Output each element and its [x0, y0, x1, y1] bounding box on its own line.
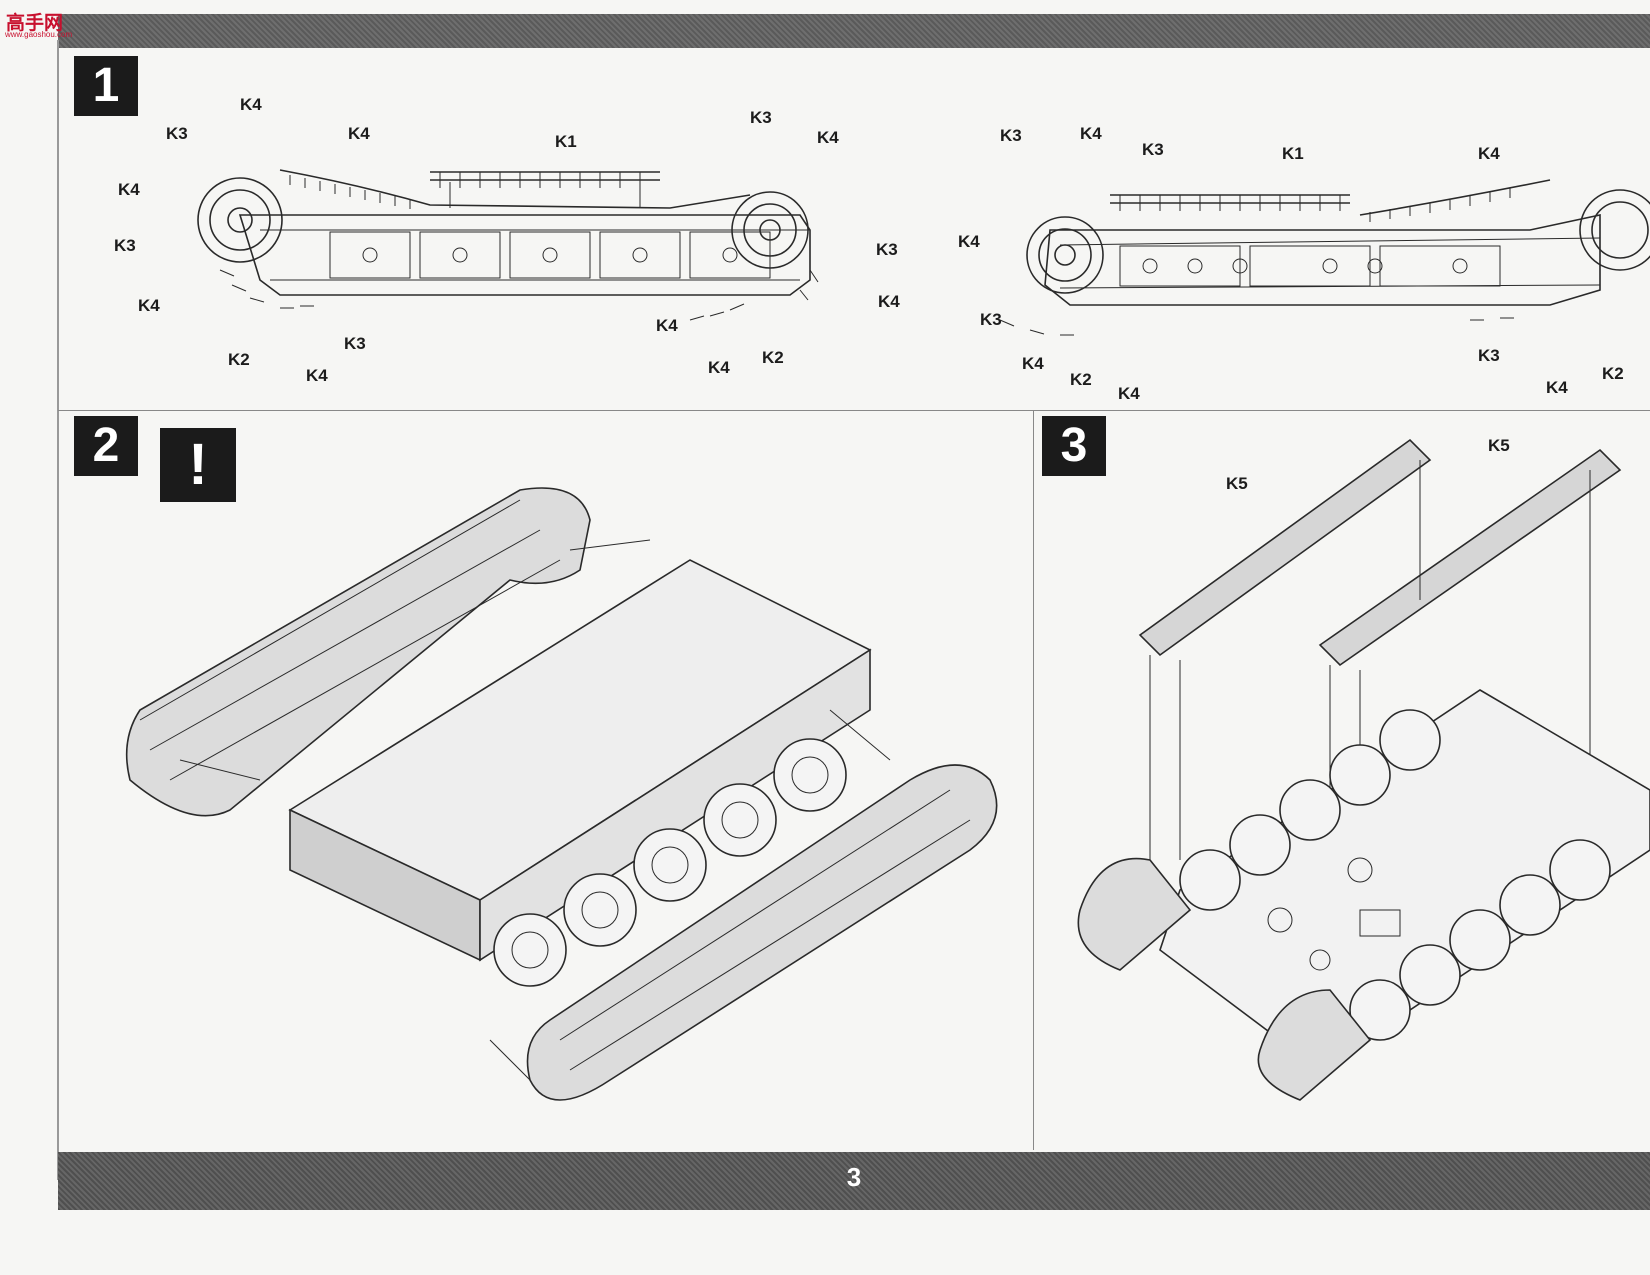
callout-k4: K4 [118, 180, 140, 199]
top-header-bar [58, 14, 1650, 48]
callout-k3: K3 [344, 334, 366, 353]
left-margin-rule [57, 40, 59, 1180]
callout-k4: K4 [138, 296, 160, 315]
step-2-chassis-drawing [125, 487, 998, 1101]
callout-k2: K2 [762, 348, 784, 367]
callout-k4: K4 [656, 316, 678, 335]
watermark-text: 高手网 [6, 13, 64, 34]
step-1-right-hull-drawing [999, 179, 1650, 336]
callout-k3: K3 [1478, 346, 1500, 365]
callout-k4: K4 [1118, 384, 1140, 403]
callout-k3: K3 [980, 310, 1002, 329]
callout-k2: K2 [1602, 364, 1624, 383]
callout-k1: K1 [1282, 144, 1304, 163]
watermark-subtext: www.gaoshou.com [5, 30, 73, 39]
watermark-logo: 高手网 www.gaoshou.com [2, 4, 72, 40]
callout-k4: K4 [1478, 144, 1500, 163]
callout-k4: K4 [708, 358, 730, 377]
page-number: 3 [846, 1162, 862, 1192]
callout-k3: K3 [1142, 140, 1164, 159]
callout-k1: K1 [555, 132, 577, 151]
exclamation-icon: ! [160, 428, 236, 502]
callout-k5: K5 [1226, 474, 1248, 493]
callout-k4: K4 [348, 124, 370, 143]
vertical-divider [1033, 410, 1034, 1150]
callout-k3: K3 [750, 108, 772, 127]
step-1-left-hull-drawing [197, 169, 819, 321]
bottom-footer-bar: 3 [58, 1152, 1650, 1210]
callout-k4: K4 [958, 232, 980, 251]
step-2-badge: 2 [74, 416, 138, 476]
callout-k4: K4 [1546, 378, 1568, 397]
callout-k3: K3 [876, 240, 898, 259]
horizontal-divider [58, 410, 1650, 411]
callout-k4: K4 [240, 95, 262, 114]
callout-k3: K3 [166, 124, 188, 143]
callout-k4: K4 [817, 128, 839, 147]
callout-k4: K4 [306, 366, 328, 385]
callout-k4: K4 [1080, 124, 1102, 143]
callout-k4: K4 [1022, 354, 1044, 373]
step-3-assembled-drawing [1077, 438, 1650, 1101]
callout-k4: K4 [878, 292, 900, 311]
callout-k2: K2 [228, 350, 250, 369]
step-3-badge: 3 [1042, 416, 1106, 476]
callout-k3: K3 [114, 236, 136, 255]
callout-k5: K5 [1488, 436, 1510, 455]
callout-k2: K2 [1070, 370, 1092, 389]
step-1-badge: 1 [74, 56, 138, 116]
callout-k3: K3 [1000, 126, 1022, 145]
